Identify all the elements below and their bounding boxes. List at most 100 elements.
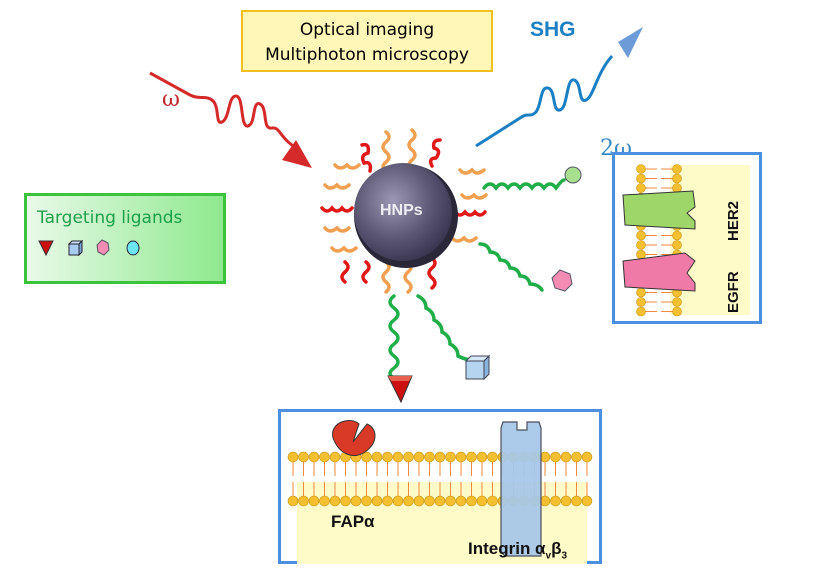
- lipid-head: [434, 451, 446, 463]
- egfr-receptor-icon: [622, 252, 696, 292]
- lipid-head: [340, 495, 351, 507]
- lipid-head: [636, 173, 646, 184]
- lipid-head: [560, 495, 572, 507]
- ligand-legend-icons: [38, 239, 140, 257]
- red-triangle-ligand-icon: [38, 240, 54, 257]
- lipid-head: [392, 451, 404, 463]
- lipid-head: [413, 451, 425, 463]
- excitation-wave-icon: [149, 71, 312, 168]
- shg-label: SHG: [530, 18, 576, 41]
- membrane-vertical: [622, 164, 696, 317]
- pink-hexagon-ligand-icon: [551, 269, 573, 292]
- lipid-head: [361, 495, 372, 507]
- lipid-head: [476, 495, 488, 507]
- ligand-chains: [388, 178, 566, 380]
- lipid-head: [672, 230, 682, 241]
- lipid-head: [424, 451, 435, 463]
- her2-egfr-receptor-box: HER2 EGFR: [612, 152, 762, 324]
- targeting-ligands-box: Targeting ligands: [24, 193, 226, 284]
- integrin-sub-3: 3: [561, 550, 568, 562]
- lipid-head: [413, 495, 425, 507]
- optical-imaging-label: Optical imaging: [299, 20, 435, 40]
- lipid-head: [636, 287, 646, 298]
- lipid-head: [672, 164, 682, 174]
- integrin-label: Integrin αvβ3: [468, 539, 567, 561]
- peg-chains: [320, 128, 488, 294]
- lipid-head: [392, 495, 404, 507]
- lipid-head: [550, 495, 561, 507]
- integrin-receptor-icon: [500, 421, 542, 557]
- optical-imaging-box: Optical imaging Multiphoton microscopy: [241, 10, 493, 72]
- lipid-head: [287, 451, 299, 463]
- lipid-head: [371, 451, 383, 463]
- red-triangle-ligand-icon: [387, 375, 413, 404]
- lipid-head: [636, 297, 646, 307]
- cyan-circle-ligand-icon: [126, 240, 140, 256]
- lipid-head: [487, 451, 498, 463]
- lipid-head: [319, 495, 330, 507]
- green-circle-ligand-icon: [564, 166, 582, 184]
- egfr-label: EGFR: [725, 271, 742, 313]
- integrin-sub-v: v: [545, 550, 552, 562]
- hnp-label: HNPs: [380, 202, 423, 219]
- lipid-head: [350, 495, 362, 507]
- lipid-head: [636, 240, 646, 250]
- multiphoton-label: Multiphoton microscopy: [265, 45, 469, 65]
- lipid-head: [361, 451, 372, 463]
- lipid-head: [424, 495, 435, 507]
- shg-emission-wave-icon: [475, 27, 643, 148]
- lipid-head: [319, 451, 330, 463]
- lipid-head: [581, 451, 593, 463]
- lipid-head: [476, 451, 488, 463]
- her2-label: HER2: [725, 200, 742, 241]
- lipid-head: [455, 451, 467, 463]
- targeting-ligands-title: Targeting ligands: [37, 208, 183, 228]
- lipid-head: [560, 451, 572, 463]
- lipid-head: [636, 230, 646, 241]
- lipid-head: [403, 495, 414, 507]
- fap-alpha-receptor-icon: [332, 420, 376, 456]
- lipid-head: [550, 451, 561, 463]
- lipid-head: [287, 495, 299, 507]
- her2-receptor-icon: [622, 190, 696, 230]
- blue-cube-ligand-icon: [67, 239, 84, 257]
- hnp-nanoparticle: [354, 163, 458, 268]
- lipid-head: [434, 495, 446, 507]
- fap-integrin-receptor-box: FAPα Integrin αvβ3: [278, 409, 602, 564]
- lipid-head: [466, 495, 477, 507]
- lipid-head: [672, 173, 682, 184]
- lipid-head: [308, 451, 320, 463]
- lipid-head: [371, 495, 383, 507]
- lipid-head: [403, 451, 414, 463]
- lipid-head: [329, 451, 341, 463]
- lipid-head: [466, 451, 477, 463]
- lipid-head: [636, 164, 646, 174]
- lipid-head: [571, 451, 582, 463]
- fap-alpha-label: FAPα: [331, 512, 375, 531]
- excitation-frequency-label: ω: [162, 87, 180, 112]
- lipid-head: [672, 240, 682, 250]
- blue-cube-ligand-icon: [464, 354, 491, 381]
- lipid-head: [571, 495, 582, 507]
- lipid-head: [308, 495, 320, 507]
- lipid-head: [382, 451, 393, 463]
- lipid-head: [636, 249, 646, 260]
- lipid-head: [487, 495, 498, 507]
- lipid-head: [298, 451, 309, 463]
- lipid-head: [382, 495, 393, 507]
- lipid-head: [636, 306, 646, 317]
- lipid-head: [581, 495, 593, 507]
- pink-hexagon-ligand-icon: [96, 239, 110, 256]
- lipid-head: [672, 306, 682, 317]
- lipid-head: [455, 495, 467, 507]
- lipid-head: [672, 183, 682, 193]
- lipid-head: [329, 495, 341, 507]
- lipid-head: [445, 495, 456, 507]
- lipid-head: [672, 297, 682, 307]
- lipid-head: [636, 183, 646, 193]
- membrane-horizontal: [287, 420, 593, 557]
- integrin-label-text: Integrin α: [468, 539, 546, 558]
- integrin-beta: β: [551, 539, 562, 558]
- lipid-head: [298, 495, 309, 507]
